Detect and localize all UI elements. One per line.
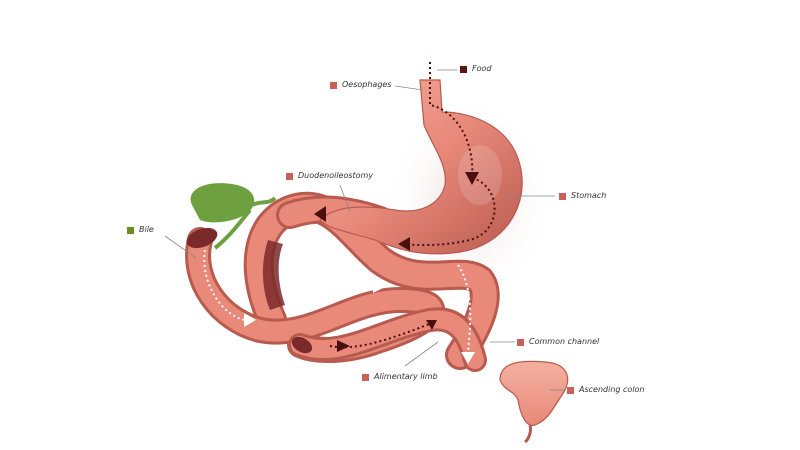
alimentary-limb-swatch [362, 373, 369, 381]
bile-flow-path [203, 249, 472, 353]
arrowhead-alimentary-1 [337, 340, 350, 352]
label-bile: Bile [127, 225, 154, 235]
leader-lines [164, 69, 565, 391]
label-alimentary-limb: Alimentary limb [362, 372, 438, 382]
label-oesophages-text: Oesophages [342, 80, 392, 89]
food-flow-arrowheads [314, 172, 479, 352]
food-swatch [460, 65, 467, 73]
label-common-channel-text: Common channel [529, 337, 600, 346]
ascending-colon-swatch [567, 386, 574, 394]
label-food: Food [460, 64, 491, 74]
label-stomach-text: Stomach [571, 191, 607, 200]
label-ascending-colon: Ascending colon [567, 385, 645, 395]
common-channel-swatch [517, 338, 524, 346]
arrowhead-stomach-down [465, 172, 479, 185]
arrowhead-common-channel [461, 352, 475, 364]
label-ascending-colon-text: Ascending colon [579, 385, 645, 394]
label-oesophages: Oesophages [330, 80, 392, 90]
duodenoileostomy-swatch [286, 172, 293, 180]
arrowhead-stomach-left [398, 237, 410, 251]
label-food-text: Food [472, 64, 492, 73]
small-intestine [185, 191, 500, 372]
label-duodenoileostomy: Duodenoileostomy [286, 171, 373, 181]
opened-intestine-mucosa [262, 240, 285, 310]
alimentary-limb-tube-fill [291, 310, 484, 369]
arrowhead-bile-2 [373, 281, 385, 293]
label-common-channel: Common channel [517, 337, 599, 347]
label-duodenoileostomy-text: Duodenoileostomy [298, 171, 374, 180]
bile-swatch [127, 226, 134, 234]
label-alimentary-limb-text: Alimentary limb [374, 372, 438, 381]
bile-flow-arrowheads [244, 281, 475, 364]
ascending-colon [499, 360, 569, 444]
stomach [319, 79, 523, 255]
stomach-swatch [559, 192, 566, 200]
ileum-cut-opening [291, 336, 313, 354]
stomach-highlight [458, 145, 502, 205]
bile-duct-opening [186, 227, 218, 249]
oesophages-swatch [330, 81, 337, 89]
arrowhead-duodenum [314, 206, 326, 222]
label-stomach: Stomach [559, 191, 606, 201]
gallbladder [190, 183, 277, 250]
arrowhead-bile-1 [244, 313, 256, 327]
arrowhead-alimentary-2 [426, 320, 437, 330]
intestine-loop-back-fill [246, 194, 497, 367]
food-flow-path [329, 62, 496, 349]
label-bile-text: Bile [139, 225, 154, 234]
